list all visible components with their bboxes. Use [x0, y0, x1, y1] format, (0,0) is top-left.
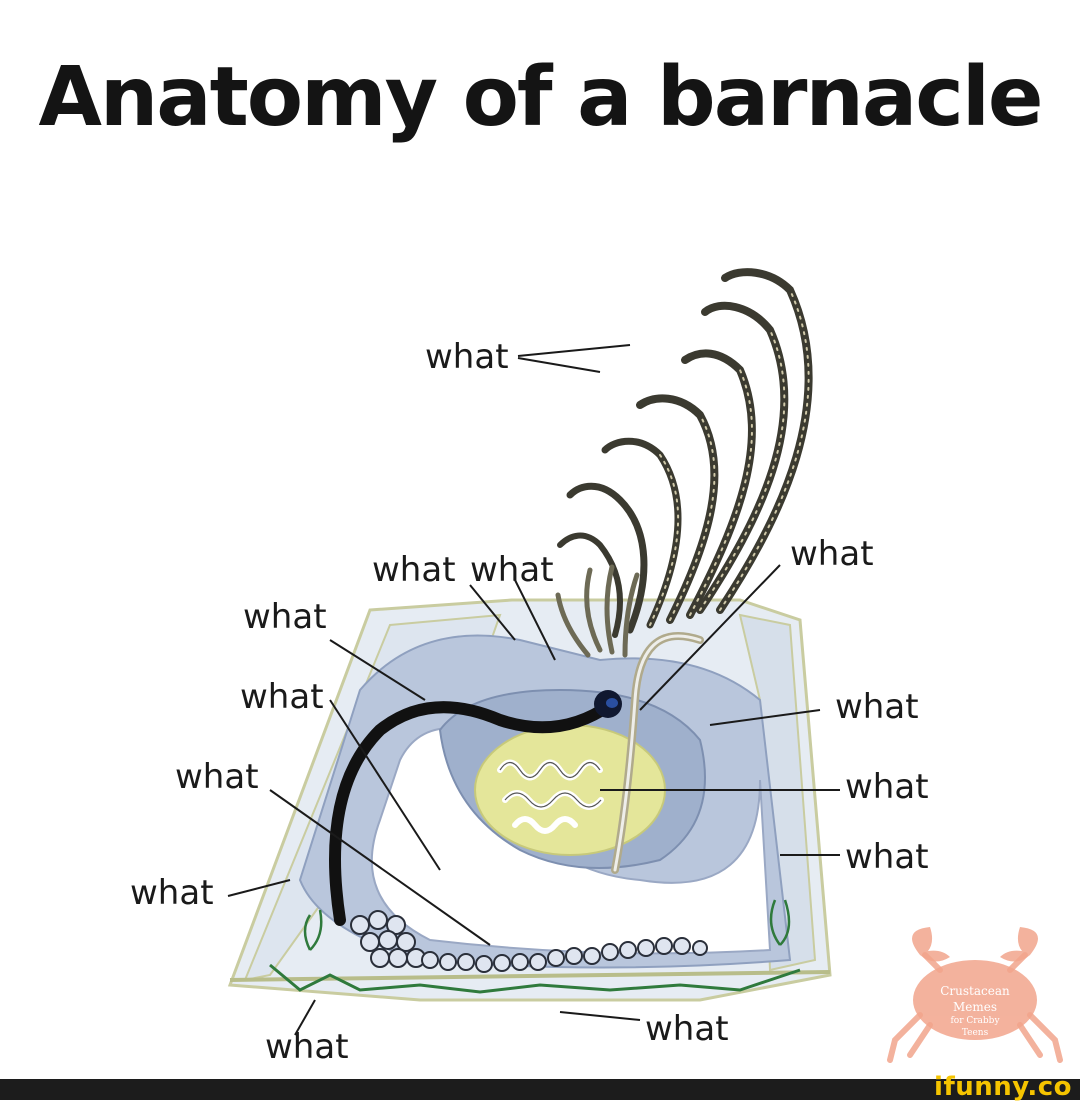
page-title: Anatomy of a barnacle [38, 50, 1043, 145]
label-left-3: what [175, 757, 259, 797]
label-upper-right: what [790, 534, 874, 574]
label-right-1: what [835, 687, 919, 727]
crab-watermark-icon [887, 927, 1063, 1063]
label-right-3: what [845, 837, 929, 877]
label-left-2: what [240, 677, 324, 717]
cement-duct [329, 699, 616, 926]
label-left-4: what [130, 873, 214, 913]
watermark-line-3: for Crabby [950, 1016, 1000, 1026]
label-right-2: what [845, 767, 929, 807]
cirri [557, 268, 813, 638]
mouth-cirri [555, 564, 640, 658]
ifunny-logo[interactable]: ifunny.co [934, 1072, 1072, 1102]
shell-inner-right [738, 613, 817, 972]
label-upper-left-1: what [372, 550, 456, 590]
label-bottom-left: what [265, 1027, 349, 1067]
rootlets [269, 963, 801, 994]
footer-bar [0, 1079, 1080, 1100]
label-upper-left-2: what [470, 550, 554, 590]
label-bottom-right: what [645, 1009, 729, 1049]
watermark-line-4: Teens [961, 1028, 989, 1038]
leader-lines [227, 344, 840, 1036]
base-plate [229, 970, 831, 982]
egg-mass [350, 910, 708, 973]
watermark-line-2: Memes [952, 1000, 998, 1014]
watermark-line-1: Crustacean [940, 984, 1010, 998]
label-top: what [425, 337, 509, 377]
label-left-1: what [243, 597, 327, 637]
